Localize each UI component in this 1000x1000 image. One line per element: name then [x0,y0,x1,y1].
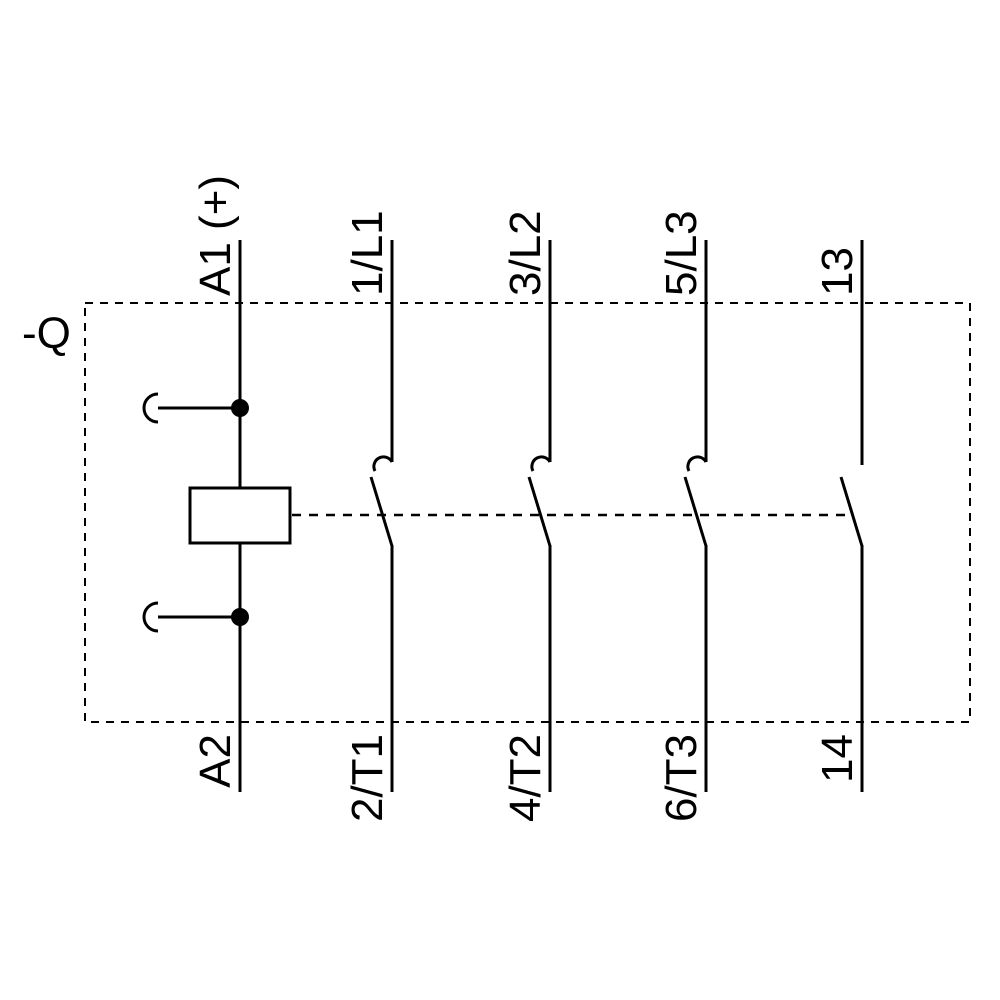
pole2-top-terminal-label: 3/L2 [501,210,550,296]
coil-terminal-a1-label: A1 (+) [191,175,240,296]
pole1-moving-contact [369,476,394,547]
pole2-bottom-terminal-label: 4/T2 [501,734,550,822]
main-pole-3: 5/L3 6/T3 [657,210,708,822]
enclosure-dashed-border [84,302,971,723]
aux-contact: 13 14 [813,240,864,792]
coil-terminal-a2-label: A2 [191,734,240,788]
pole1-fixed-contact-hook-icon [372,455,394,472]
aux-top-terminal-label: 13 [813,247,862,296]
upper-junction-dot [231,399,249,417]
pole3-bottom-terminal-label: 6/T3 [657,734,706,822]
aux-moving-contact [839,476,864,547]
main-pole-1: 1/L1 2/T1 [343,210,394,822]
pole1-bottom-terminal-label: 2/T1 [343,734,392,822]
pole3-top-terminal-label: 5/L3 [657,210,706,296]
pole3-moving-contact [683,476,708,547]
pole2-fixed-contact-hook-icon [530,455,552,472]
main-pole-2: 3/L2 4/T2 [501,210,552,822]
pole2-moving-contact [527,476,552,547]
device-designation-label: -Q [22,309,71,358]
pole3-fixed-contact-hook-icon [686,455,708,472]
coil-branch: A1 (+) A2 [142,175,292,792]
pole1-top-terminal-label: 1/L1 [343,210,392,296]
aux-bottom-terminal-label: 14 [813,734,862,783]
coil-symbol [188,486,292,545]
coil-lower-socket-icon [142,601,159,633]
coil-upper-socket-icon [142,392,159,424]
lower-junction-dot [231,608,249,626]
